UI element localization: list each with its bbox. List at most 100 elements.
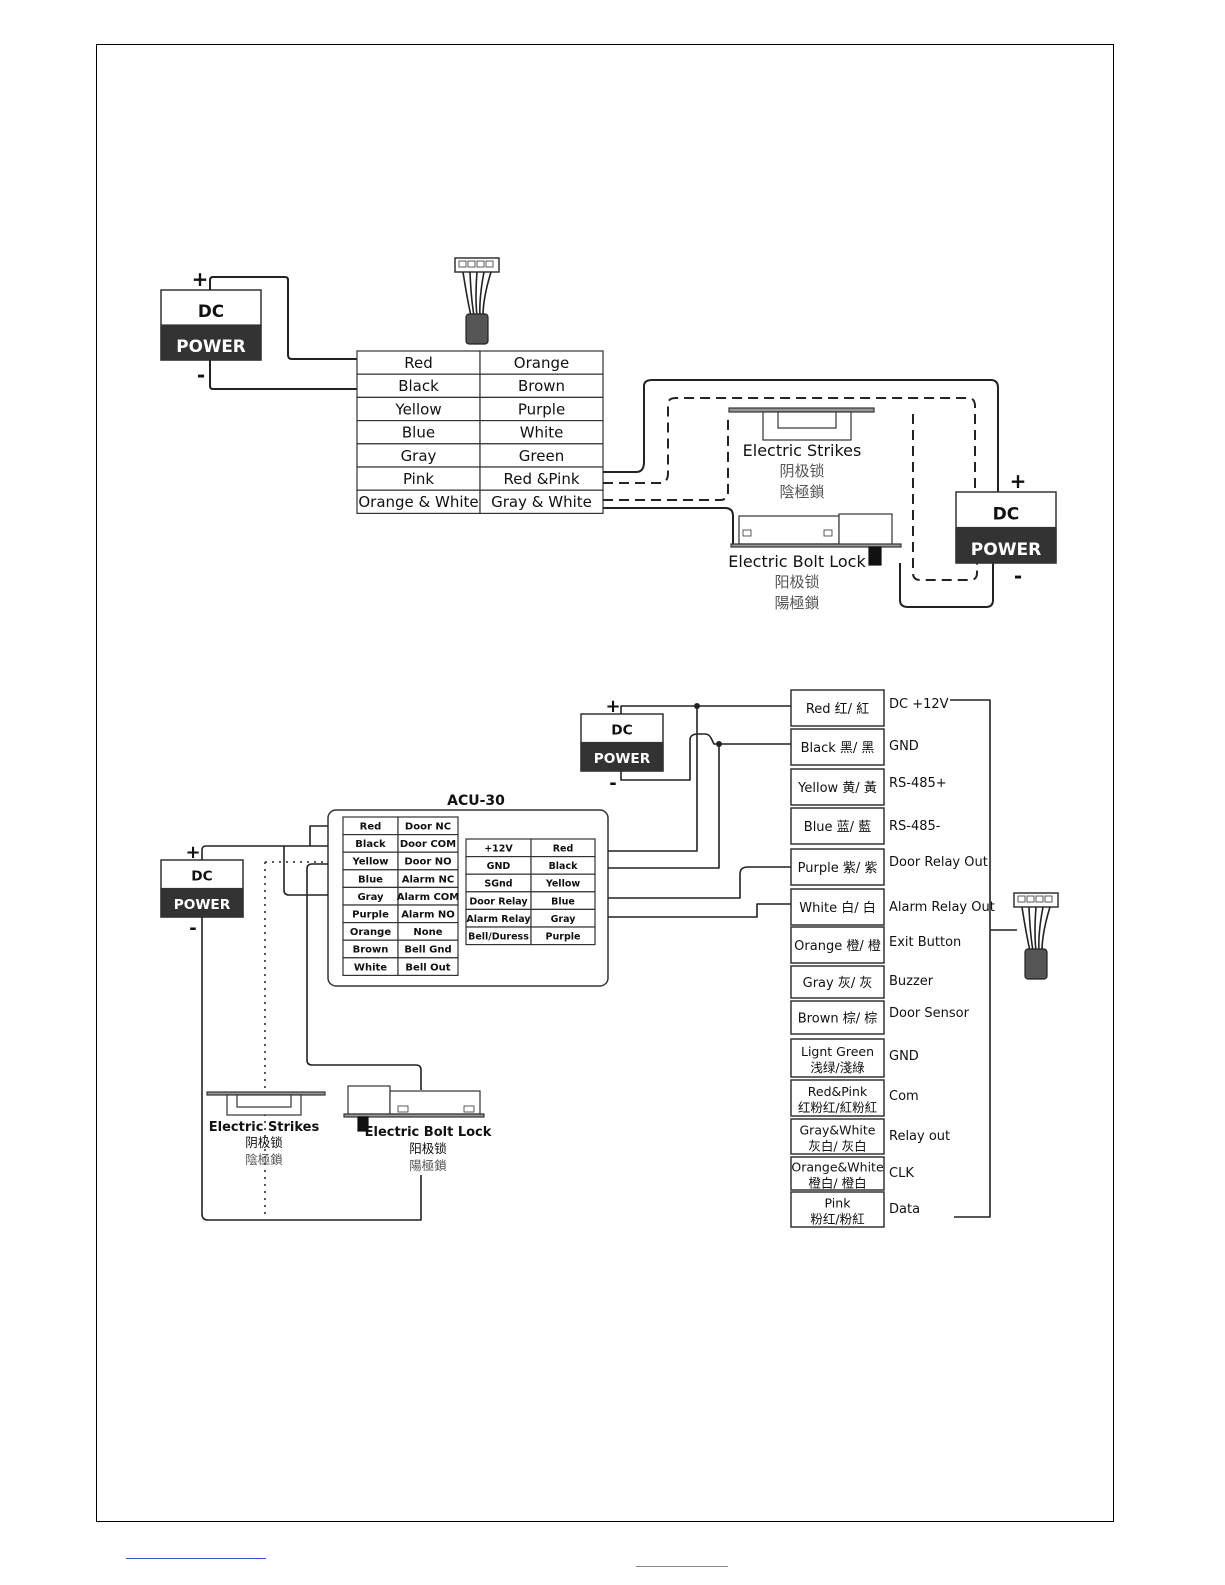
top-wire-label: Black <box>398 377 439 395</box>
wire-color-label: Brown 棕/ 棕 <box>798 1012 877 1027</box>
acu-left-label: Black <box>355 839 386 850</box>
bottom-left-dc-minus-wire <box>201 917 422 1221</box>
top-dc-minus-wire <box>209 360 357 390</box>
wire-function-label: Exit Button <box>889 935 961 950</box>
acu-left-label: Bell Out <box>405 962 450 973</box>
footer-rule <box>636 1566 728 1567</box>
bottom-top-dc-power-power-band <box>580 741 664 772</box>
acu-right-cell-b <box>530 926 596 946</box>
wire-color-label: Orange&White <box>791 1160 884 1175</box>
wire-color-label: Purple 紫/ 紫 <box>798 861 878 876</box>
wire-color-label: 橙白/ 橙白 <box>808 1176 866 1191</box>
acu-right-label: Yellow <box>545 879 580 890</box>
footer-link-line <box>126 1558 266 1559</box>
wire-color-box <box>790 926 885 964</box>
top-right-dc-power-label-power: POWER <box>971 540 1042 560</box>
acu-left-label: Door COM <box>400 839 456 850</box>
bottom-bolt-screw <box>397 1105 409 1113</box>
wire-color-box <box>790 807 885 845</box>
top-connector-lead <box>475 271 478 317</box>
top-bolt-label-sc: 阳极锁 <box>774 573 819 591</box>
bolt-feed-wire <box>306 863 422 1090</box>
acu-left-label: Orange <box>350 927 391 938</box>
bottom-connector-cable <box>1024 948 1048 980</box>
wire-color-box <box>790 1000 885 1035</box>
top-bolt-lead <box>603 507 734 545</box>
wire-color-box <box>790 689 885 727</box>
wire-color-label: 红粉红/紅粉紅 <box>798 1100 877 1115</box>
bottom-left-dc-power-power-band <box>160 887 244 918</box>
top-right-dc-power-power-band <box>955 526 1057 564</box>
wire-color-box <box>790 848 885 886</box>
top-bolt-plate <box>730 543 902 548</box>
top-strike-latch <box>777 411 837 429</box>
acu-30-title: ACU-30 <box>447 793 505 809</box>
wire-function-label: Relay out <box>889 1129 950 1144</box>
wire-color-box <box>790 1079 885 1117</box>
bottom-dc-plus-to-red <box>620 705 791 714</box>
bottom-top-dc-minus: - <box>609 773 616 794</box>
wire-color-label: Red&Pink <box>808 1084 868 1099</box>
top-strike-dash-return <box>912 414 978 581</box>
bottom-top-dc-power-label-power: POWER <box>594 751 651 767</box>
bottom-connector-pin <box>1017 895 1026 903</box>
wire-color-label: 灰白/ 灰白 <box>808 1139 866 1154</box>
top-bolt-screw <box>823 529 833 537</box>
acu-right-label: Bell/Duress <box>468 932 529 943</box>
wire-color-box <box>790 728 885 766</box>
top-right-dc-plus: + <box>1010 469 1027 493</box>
acu-right-label: Red <box>553 844 574 855</box>
top-right-dc-power-label-dc: DC <box>993 505 1020 525</box>
top-connector-pin <box>476 260 485 268</box>
top-wire-label: Red &Pink <box>503 470 579 488</box>
bottom-dc-minus-to-black <box>620 733 791 781</box>
acu-left-label: Door NO <box>404 857 451 868</box>
top-redpink-wire <box>603 379 999 492</box>
wire-function-label: Alarm Relay Out <box>889 900 995 915</box>
acu-left-label: Purple <box>352 910 389 921</box>
bottom-connector-pin <box>1044 895 1053 903</box>
acu-left-label: Red <box>360 822 382 833</box>
page-frame <box>96 44 1114 1522</box>
wire-color-box <box>790 965 885 999</box>
top-dc-plus-wire <box>209 276 357 360</box>
top-wire-label: Orange & White <box>358 493 478 511</box>
acu-red-link <box>309 825 328 846</box>
acu-right-label: Black <box>549 861 579 872</box>
top-connector-lead <box>482 271 492 317</box>
wire-color-label: Gray 灰/ 灰 <box>803 976 873 991</box>
acu-left-label: Door NC <box>405 822 451 833</box>
bottom-left-dc-power-label-power: POWER <box>174 897 231 913</box>
bottom-connector-lead <box>1028 906 1034 952</box>
bottom-connector-pin <box>1035 895 1044 903</box>
acu-left-label: None <box>413 927 442 938</box>
top-bolt-head <box>838 513 893 547</box>
wire-color-label: 浅绿/淺綠 <box>810 1060 865 1075</box>
wire-color-label: 粉红/粉紅 <box>810 1212 864 1227</box>
acu-left-label: Alarm NO <box>401 910 455 921</box>
acu-right-label: +12V <box>484 844 513 855</box>
wire-color-label: Black 黑/ 黑 <box>801 741 875 756</box>
top-strike-dash-wire <box>603 397 976 492</box>
acu-left-label: Yellow <box>351 857 388 868</box>
bottom-left-dc-plus-wire <box>201 845 328 860</box>
wire-color-box <box>790 1156 885 1191</box>
top-connector-lead <box>469 271 475 317</box>
acu-right-label: Blue <box>551 896 575 907</box>
wire-function-label: CLK <box>889 1166 914 1181</box>
bottom-connector-lead <box>1038 906 1044 952</box>
top-bolt-wire <box>899 563 994 608</box>
top-wire-label: Red <box>404 354 433 372</box>
top-wire-label: White <box>520 424 564 442</box>
top-bolt-label-en: Electric Bolt Lock <box>728 552 866 571</box>
top-dc-plus: + <box>192 267 209 291</box>
wire-color-box <box>790 768 885 806</box>
top-right-dc-minus: - <box>1014 564 1022 588</box>
top-wire-label: Gray <box>401 447 437 465</box>
top-dc-power-label-power: POWER <box>176 336 246 356</box>
bottom-top-dc-power-label-dc: DC <box>611 723 632 739</box>
acu-left-cell-b <box>397 957 459 976</box>
bottom-bolt-label-sc: 阳极锁 <box>409 1141 447 1156</box>
top-connector-lead <box>479 271 485 317</box>
bottom-left-dc-power-label-dc: DC <box>191 869 212 885</box>
